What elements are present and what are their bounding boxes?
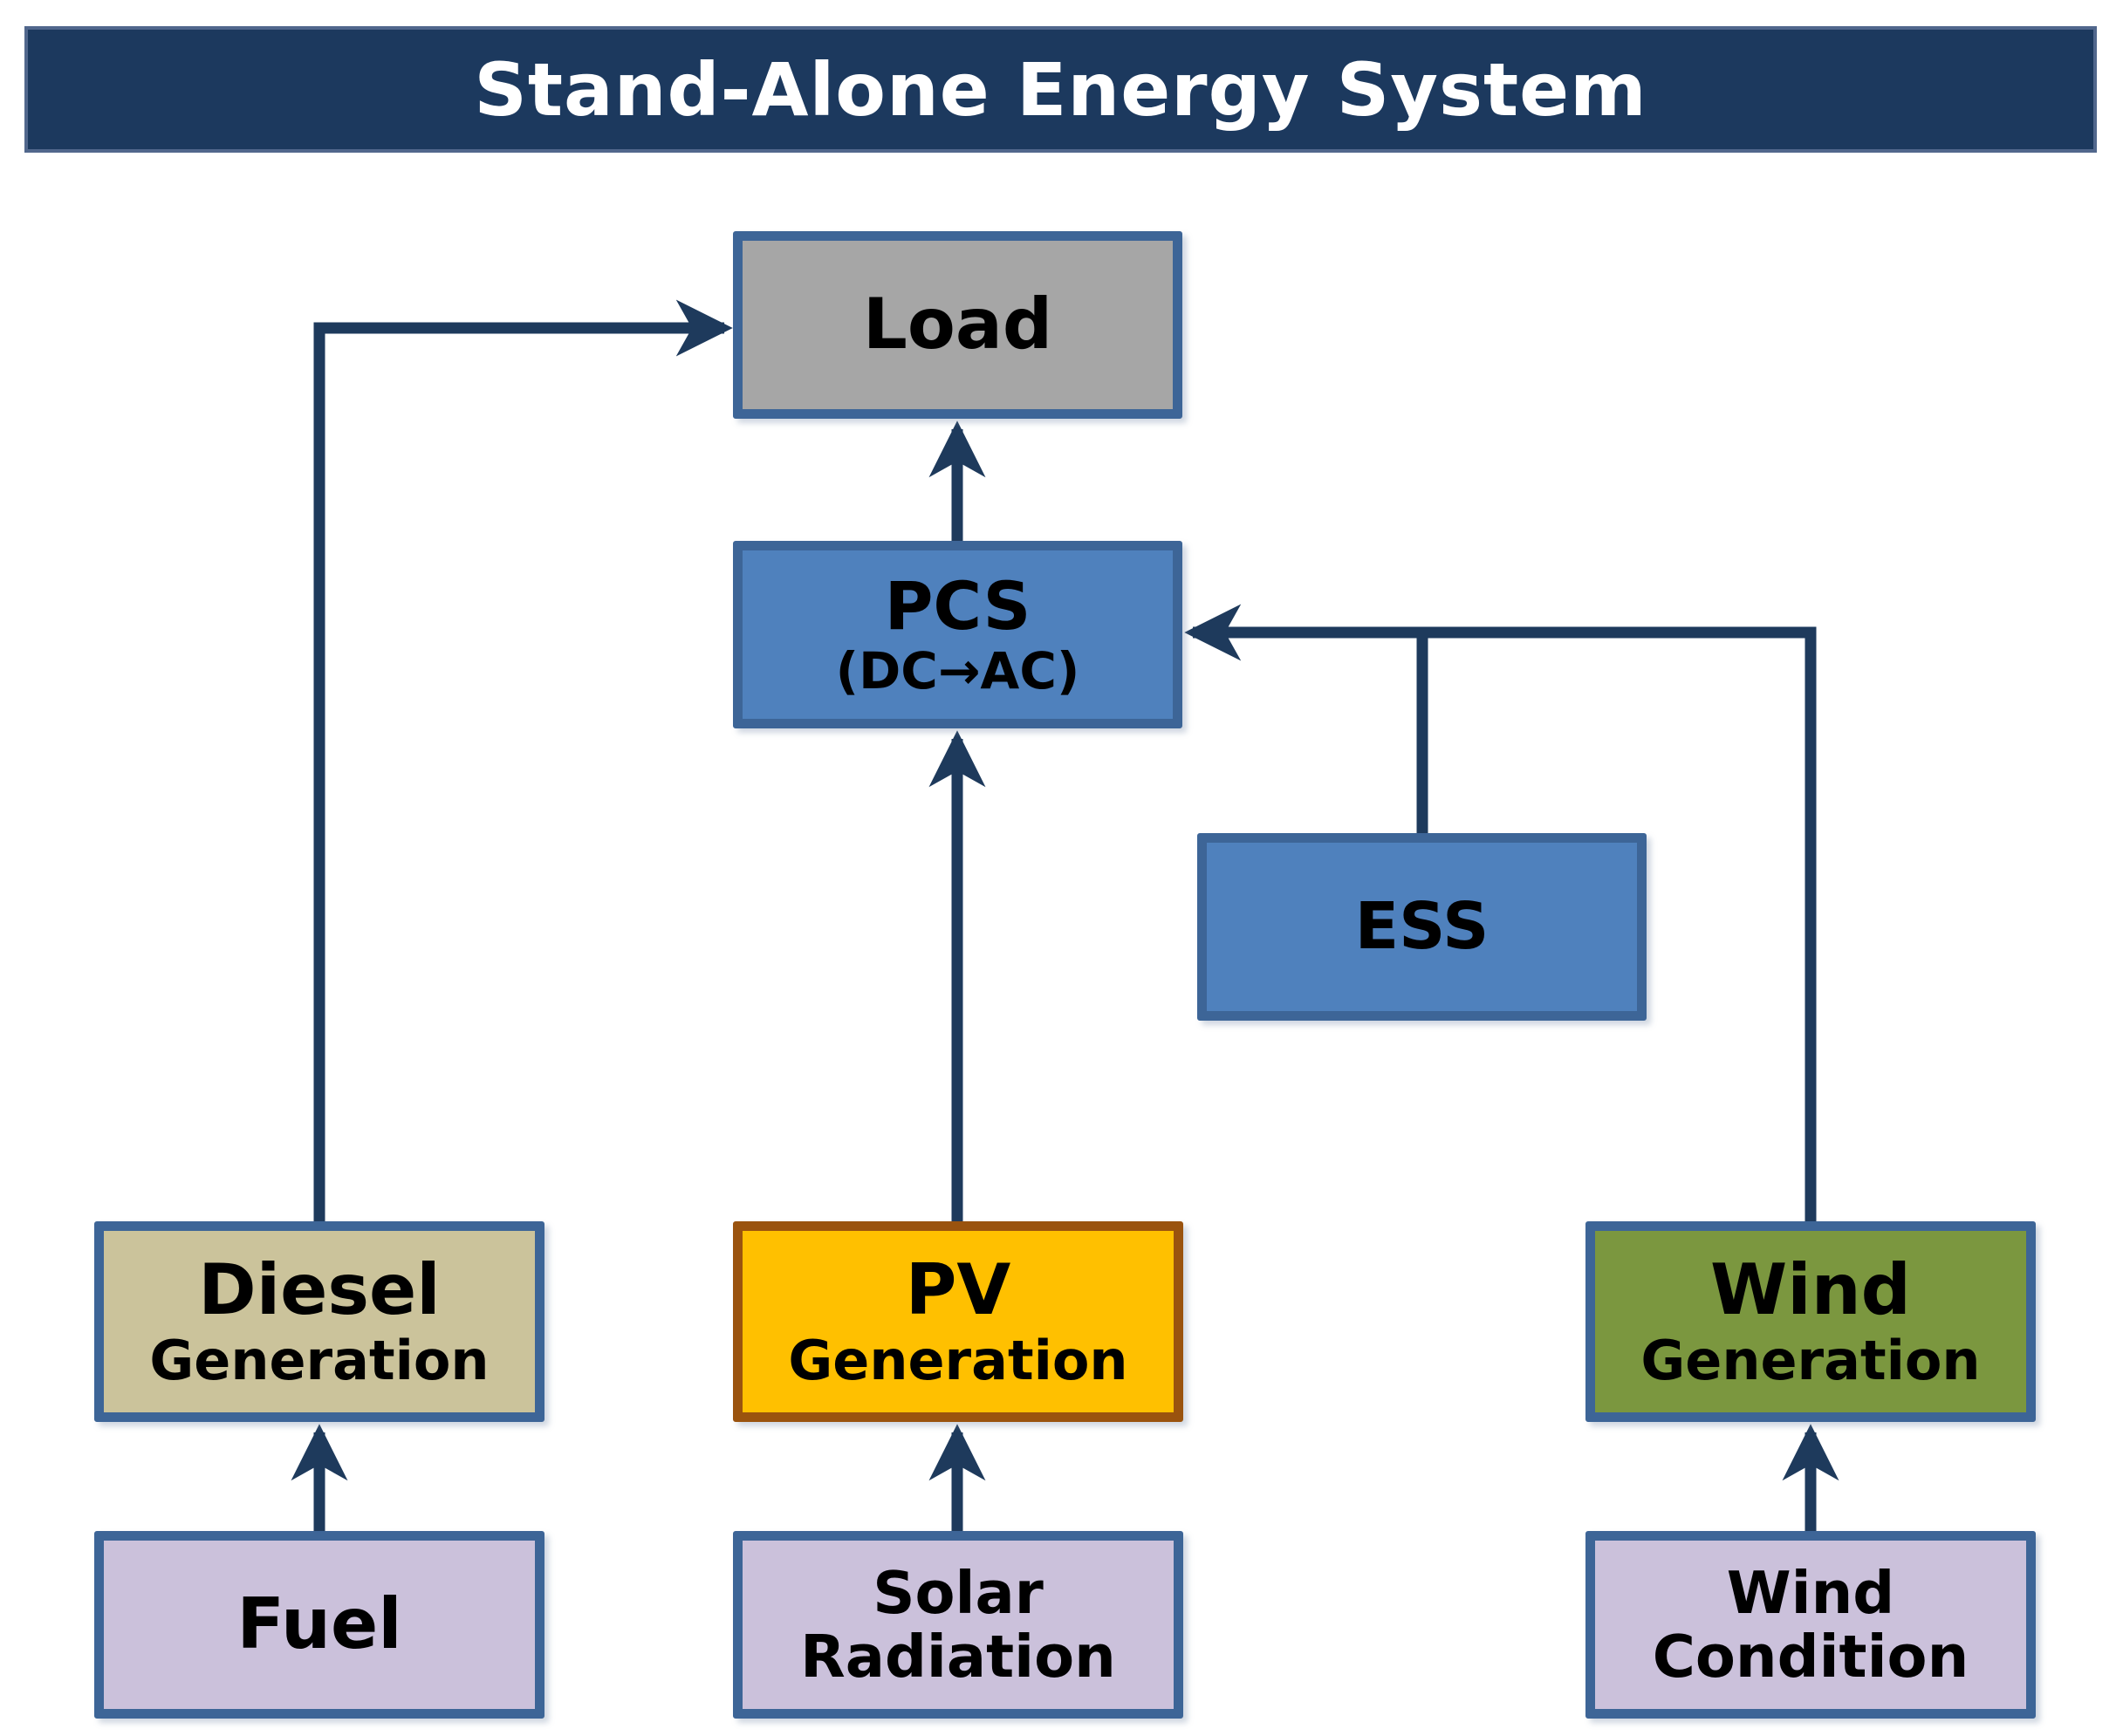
node-wind-condition: Wind Condition [1585,1531,2036,1719]
node-fuel: Fuel [94,1531,544,1719]
node-fuel-label: Fuel [236,1583,402,1665]
node-wind-cond-line2: Condition [1652,1622,1969,1691]
connector-diesel-to-load [313,299,733,1221]
node-pv-label: PV [905,1249,1011,1331]
node-diesel-generation: Diesel Generation [94,1221,544,1422]
node-solar-line1: Solar [873,1559,1044,1628]
node-solar-line2: Radiation [800,1622,1116,1691]
node-wind-label: Wind [1710,1249,1911,1331]
node-pcs-sublabel: (DC→AC) [835,641,1080,701]
node-load-label: Load [862,284,1053,366]
node-pv-sublabel: Generation [788,1328,1128,1392]
page-title: Stand-Alone Energy System [474,46,1647,133]
node-ess: ESS [1197,833,1647,1021]
node-ess-label: ESS [1354,888,1490,964]
title-bar: Stand-Alone Energy System [24,26,2097,153]
node-pcs: PCS (DC→AC) [733,541,1182,728]
node-solar-radiation: Solar Radiation [733,1531,1183,1719]
node-wind-generation: Wind Generation [1585,1221,2036,1422]
node-diesel-label: Diesel [198,1249,441,1331]
node-pcs-label: PCS [884,567,1031,646]
node-load: Load [733,231,1182,419]
node-wind-sublabel: Generation [1640,1328,1981,1392]
node-wind-cond-line1: Wind [1726,1559,1895,1628]
node-pv-generation: PV Generation [733,1221,1183,1422]
node-diesel-sublabel: Generation [149,1328,490,1392]
